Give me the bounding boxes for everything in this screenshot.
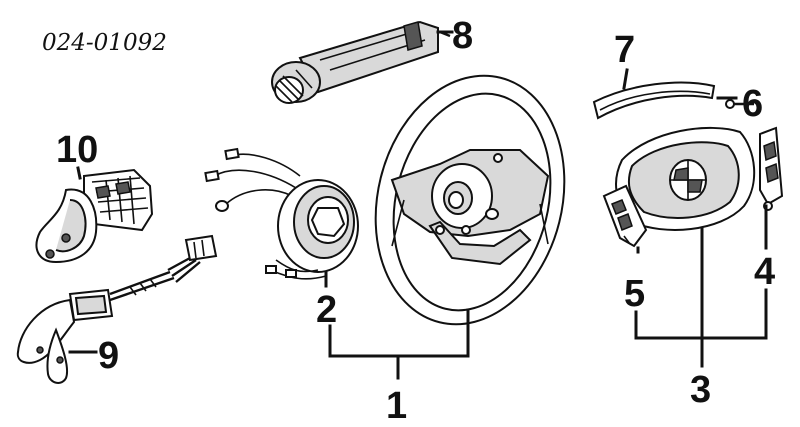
part-5-left-switch — [602, 184, 648, 248]
callout-2: 2 — [316, 289, 337, 331]
leader-lines — [68, 30, 768, 380]
part-3-airbag-module — [615, 126, 756, 231]
part-1-steering-wheel — [374, 74, 566, 326]
callout-5: 5 — [624, 273, 645, 315]
part-7-trim-strip — [592, 81, 716, 120]
part-number-label: 024-01092 — [42, 30, 167, 56]
callout-4: 4 — [754, 251, 775, 293]
callout-9: 9 — [98, 335, 119, 377]
callout-3: 3 — [690, 369, 711, 411]
part-4-right-switch — [759, 126, 784, 211]
part-9-stalk-with-cable — [16, 234, 218, 384]
callout-8: 8 — [452, 15, 473, 57]
part-10-switch-module — [35, 168, 154, 264]
callout-10: 10 — [56, 129, 98, 171]
callout-1: 1 — [386, 385, 407, 427]
part-2-clock-spring — [204, 147, 359, 280]
part-8-switch-stalk — [271, 20, 451, 104]
callout-7: 7 — [614, 29, 635, 71]
callout-6: 6 — [742, 83, 763, 125]
part-6-screw — [725, 99, 754, 109]
